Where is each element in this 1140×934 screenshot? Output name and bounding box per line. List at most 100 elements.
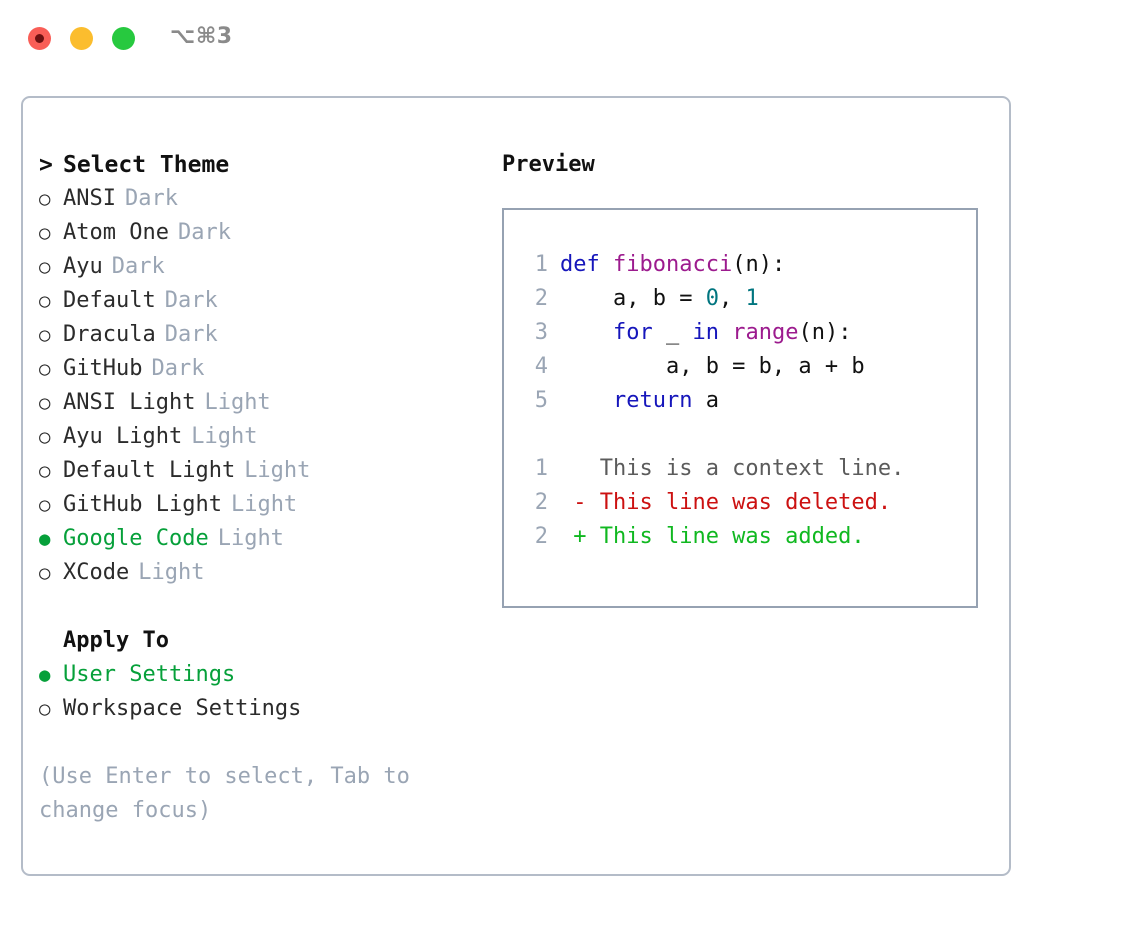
code-token-num: 1: [745, 286, 759, 311]
code-token-plain: a, b = b, a + b: [560, 354, 865, 379]
theme-option-label: Google Code: [63, 526, 209, 551]
theme-option-label: Dracula: [63, 322, 156, 347]
diff-line-text: This is a context line.: [560, 456, 905, 481]
theme-option-xcode[interactable]: ○ XCode Light: [39, 556, 469, 590]
diff-line-ctx: 1 This is a context line.: [518, 452, 976, 486]
theme-option-default-light[interactable]: ○ Default Light Light: [39, 454, 469, 488]
code-line: 2 a, b = 0, 1: [518, 282, 976, 316]
radio-unselected-icon[interactable]: ○: [39, 358, 51, 380]
diff-line-del: 2 - This line was deleted.: [518, 486, 976, 520]
theme-option-label: Default: [63, 288, 156, 313]
theme-variant-badge: Light: [230, 492, 298, 517]
theme-option-google-code[interactable]: ● Google Code Light: [39, 522, 469, 556]
theme-variant-badge: Light: [204, 390, 271, 415]
code-diff-separator: [518, 418, 976, 452]
radio-unselected-icon[interactable]: ○: [39, 256, 51, 278]
apply-to-option-label: Workspace Settings: [63, 696, 302, 721]
radio-unselected-icon[interactable]: ○: [39, 188, 51, 210]
code-token-plain: (n):: [732, 252, 786, 277]
theme-option-label: Ayu Light: [63, 424, 183, 449]
radio-unselected-icon[interactable]: ○: [39, 562, 51, 584]
theme-option-label: Ayu: [63, 254, 103, 279]
theme-option-label: GitHub Light: [63, 492, 222, 517]
keyboard-hint-text: (Use Enter to select, Tab to change focu…: [39, 764, 410, 823]
code-line: 3 for _ in range(n):: [518, 316, 976, 350]
code-token-plain: ,: [718, 286, 746, 311]
code-token-fn: range: [732, 320, 799, 345]
preview-title: Preview: [502, 152, 595, 177]
theme-variant-badge: Light: [138, 560, 205, 585]
radio-unselected-icon[interactable]: ○: [39, 426, 51, 448]
theme-option-label: ANSI Light: [63, 390, 196, 415]
code-line: 4 a, b = b, a + b: [518, 350, 976, 384]
theme-option-label: ANSI: [63, 186, 116, 211]
window-title-shortcut: ⌥⌘3: [170, 24, 233, 49]
traffic-light-buttons: [28, 27, 135, 50]
diff-line-add: 2 + This line was added.: [518, 520, 976, 554]
theme-option-atom-one[interactable]: ○ Atom One Dark: [39, 216, 469, 250]
select-theme-header: > Select Theme: [39, 148, 469, 182]
theme-variant-badge: Dark: [151, 356, 205, 381]
theme-option-label: Default Light: [63, 458, 236, 483]
theme-variant-badge: Dark: [124, 186, 178, 211]
theme-option-label: XCode: [63, 560, 130, 585]
apply-to-option-user-settings[interactable]: ● User Settings: [39, 658, 469, 692]
caret-icon: >: [39, 152, 53, 178]
line-number: 4: [534, 354, 548, 379]
line-number: 2: [534, 524, 548, 549]
code-token-plain: _: [652, 320, 693, 345]
theme-option-ayu[interactable]: ○ Ayu Dark: [39, 250, 469, 284]
line-number: 3: [534, 320, 548, 345]
apply-to-label: Apply To: [63, 628, 169, 653]
code-line: 5 return a: [518, 384, 976, 418]
theme-option-ansi-light[interactable]: ○ ANSI Light Light: [39, 386, 469, 420]
apply-to-option-label: User Settings: [63, 662, 236, 687]
theme-option-github-light[interactable]: ○ GitHub Light Light: [39, 488, 469, 522]
theme-option-label: Atom One: [63, 220, 169, 245]
theme-option-default[interactable]: ○ Default Dark: [39, 284, 469, 318]
radio-unselected-icon[interactable]: ○: [39, 698, 51, 720]
diff-line-text: + This line was added.: [560, 524, 865, 549]
radio-selected-icon[interactable]: ●: [39, 664, 51, 686]
radio-selected-icon[interactable]: ●: [39, 528, 51, 550]
theme-variant-badge: Light: [217, 526, 284, 551]
radio-unselected-icon[interactable]: ○: [39, 392, 51, 414]
theme-variant-badge: Light: [244, 458, 311, 483]
radio-unselected-icon[interactable]: ○: [39, 494, 51, 516]
radio-unselected-icon[interactable]: ○: [39, 324, 51, 346]
title-bar: ⌥⌘3: [0, 0, 1140, 78]
minimize-button[interactable]: [70, 27, 93, 50]
apply-to-option-workspace-settings[interactable]: ○ Workspace Settings: [39, 692, 469, 726]
code-token-fn: fibonacci: [612, 252, 733, 277]
radio-unselected-icon[interactable]: ○: [39, 460, 51, 482]
apply-to-header: Apply To: [39, 624, 469, 658]
code-token-kw: return: [612, 388, 693, 413]
theme-variant-badge: Dark: [111, 254, 165, 279]
theme-variant-badge: Dark: [177, 220, 231, 245]
code-token-num: 0: [705, 286, 719, 311]
theme-variant-badge: Dark: [164, 288, 218, 313]
line-number: 5: [534, 388, 548, 413]
close-button[interactable]: [28, 27, 51, 50]
code-token-kw: in: [692, 320, 719, 345]
list-gap: [39, 590, 469, 624]
radio-unselected-icon[interactable]: ○: [39, 290, 51, 312]
maximize-button[interactable]: [112, 27, 135, 50]
radio-unselected-icon[interactable]: ○: [39, 222, 51, 244]
theme-option-label: GitHub: [63, 356, 143, 381]
theme-option-github[interactable]: ○ GitHub Dark: [39, 352, 469, 386]
code-token-plain: (n):: [798, 320, 852, 345]
theme-option-ansi[interactable]: ○ ANSI Dark: [39, 182, 469, 216]
theme-option-dracula[interactable]: ○ Dracula Dark: [39, 318, 469, 352]
line-number: 2: [534, 286, 548, 311]
theme-variant-badge: Dark: [164, 322, 218, 347]
apply-to-option-list: ● User Settings ○ Workspace Settings: [39, 658, 469, 726]
line-number: 2: [534, 490, 548, 515]
